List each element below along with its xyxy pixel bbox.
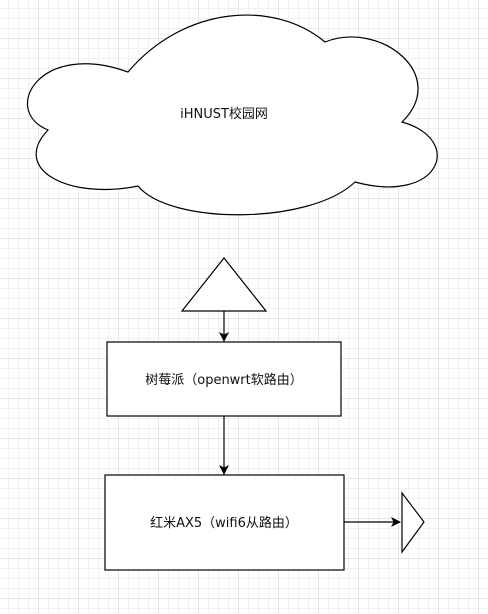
output-triangle[interactable] — [401, 491, 425, 554]
campus-network-cloud[interactable] — [26, 14, 438, 216]
cloud-label: iHNUST校园网 — [180, 106, 268, 122]
raspberry-pi-label: 树莓派（openwrt软路由） — [145, 372, 303, 388]
raspberry-pi-node[interactable] — [106, 341, 342, 417]
uplink-triangle[interactable] — [180, 257, 268, 312]
xiaomi-router-node[interactable] — [104, 474, 345, 571]
xiaomi-router-label: 红米AX5（wifi6从路由） — [150, 515, 298, 531]
